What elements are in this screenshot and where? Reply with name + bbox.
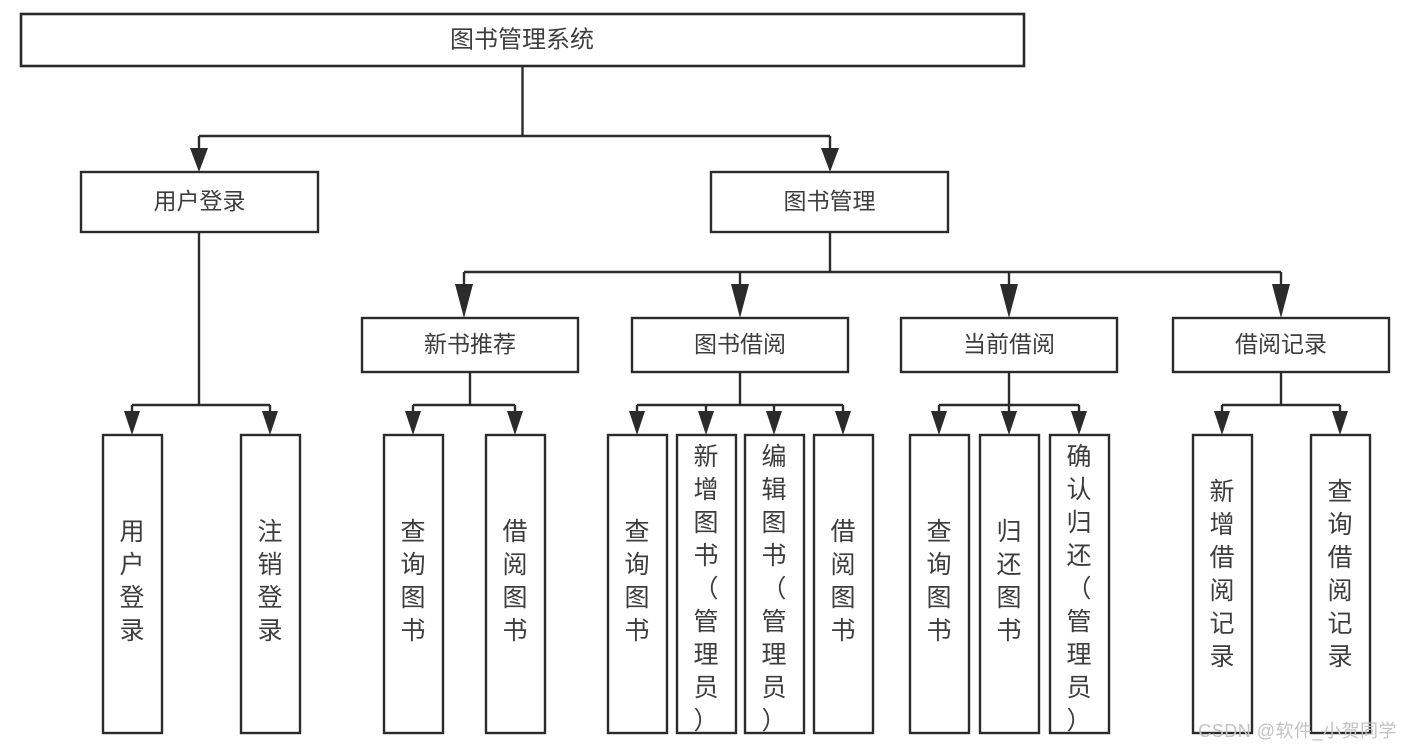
arrow-head-icon bbox=[1332, 411, 1348, 435]
node-leaf-user-login-label: 用户登录 bbox=[119, 518, 144, 645]
arrow-head-icon bbox=[766, 411, 782, 435]
node-current-borrow-box[interactable] bbox=[899, 316, 1119, 374]
node-leaf-logout-label: 注销登录 bbox=[257, 518, 282, 645]
node-leaf-query-record[interactable]: 查询借阅记录 bbox=[1309, 433, 1372, 735]
arrow-head-icon bbox=[124, 411, 140, 435]
arrow-head-icon bbox=[1214, 411, 1230, 435]
connector-group-user-login bbox=[124, 232, 278, 435]
arrow-head-icon bbox=[1071, 411, 1087, 435]
node-current-borrow-label: 当前借阅 bbox=[963, 331, 1055, 357]
arrow-head-icon bbox=[1001, 411, 1017, 435]
node-leaf-query-book-2-box[interactable] bbox=[606, 433, 669, 735]
node-book-borrow-label: 图书借阅 bbox=[694, 331, 786, 357]
node-user-login[interactable]: 用户登录 bbox=[79, 170, 320, 234]
node-leaf-borrow-book-2-label: 借阅图书 bbox=[830, 518, 855, 645]
connector-group-book-manage bbox=[455, 232, 1290, 318]
node-current-borrow[interactable]: 当前借阅 bbox=[899, 316, 1119, 374]
node-leaf-confirm-return-label: 确认归还（管理员） bbox=[1066, 443, 1091, 735]
node-user-login-label: 用户登录 bbox=[154, 188, 246, 214]
node-root-label: 图书管理系统 bbox=[450, 26, 594, 53]
arrow-head-icon bbox=[262, 411, 278, 435]
node-leaf-query-book-3-label: 查询图书 bbox=[926, 518, 951, 645]
arrow-head-icon bbox=[1000, 284, 1018, 318]
node-new-book-rec[interactable]: 新书推荐 bbox=[360, 316, 580, 374]
arrow-head-icon bbox=[629, 411, 645, 435]
arrow-head-icon bbox=[405, 411, 421, 435]
node-borrow-record-label: 借阅记录 bbox=[1235, 331, 1327, 357]
node-leaf-borrow-book-1-box[interactable] bbox=[484, 433, 547, 735]
node-leaf-add-record-box[interactable] bbox=[1191, 433, 1254, 735]
arrow-head-icon bbox=[1272, 284, 1290, 318]
arrow-head-icon bbox=[190, 148, 208, 172]
node-root[interactable]: 图书管理系统 bbox=[19, 12, 1026, 68]
node-leaf-return-book-label: 归还图书 bbox=[996, 518, 1021, 645]
arrow-head-icon bbox=[455, 284, 473, 318]
watermark-text: CSDN @软件_小贺同学 bbox=[1198, 721, 1397, 741]
node-leaf-logout[interactable]: 注销登录 bbox=[239, 433, 302, 735]
node-leaf-confirm-return[interactable]: 确认归还（管理员） bbox=[1048, 433, 1111, 735]
node-leaf-query-book-2[interactable]: 查询图书 bbox=[606, 433, 669, 735]
node-leaf-edit-book[interactable]: 编辑图书（管理员） bbox=[743, 433, 806, 735]
node-leaf-add-book-box[interactable] bbox=[675, 433, 738, 735]
node-leaf-return-book-box[interactable] bbox=[978, 433, 1041, 735]
node-book-borrow[interactable]: 图书借阅 bbox=[630, 316, 850, 374]
node-leaf-add-record[interactable]: 新增借阅记录 bbox=[1191, 433, 1254, 735]
node-leaf-borrow-book-1[interactable]: 借阅图书 bbox=[484, 433, 547, 735]
node-leaf-user-login[interactable]: 用户登录 bbox=[101, 433, 164, 735]
node-leaf-add-book-label: 新增图书（管理员） bbox=[693, 443, 718, 735]
arrow-head-icon bbox=[698, 411, 714, 435]
node-leaf-edit-book-label: 编辑图书（管理员） bbox=[761, 443, 786, 735]
node-book-borrow-box[interactable] bbox=[630, 316, 850, 374]
node-leaf-logout-box[interactable] bbox=[239, 433, 302, 735]
node-leaf-user-login-box[interactable] bbox=[101, 433, 164, 735]
connector-group-root bbox=[190, 66, 839, 172]
node-book-manage-label: 图书管理 bbox=[784, 188, 876, 214]
node-leaf-add-book[interactable]: 新增图书（管理员） bbox=[675, 433, 738, 735]
node-leaf-query-record-label: 查询借阅记录 bbox=[1327, 478, 1352, 671]
node-leaf-borrow-book-2[interactable]: 借阅图书 bbox=[812, 433, 875, 735]
node-book-manage[interactable]: 图书管理 bbox=[709, 170, 950, 234]
node-leaf-query-book-3-box[interactable] bbox=[908, 433, 971, 735]
arrow-head-icon bbox=[821, 148, 839, 172]
connector-group-new-book-rec bbox=[405, 372, 523, 435]
node-leaf-borrow-book-1-label: 借阅图书 bbox=[502, 518, 527, 645]
node-root-box[interactable] bbox=[19, 12, 1026, 68]
node-user-login-box[interactable] bbox=[79, 170, 320, 234]
node-leaf-add-record-label: 新增借阅记录 bbox=[1209, 478, 1234, 671]
node-leaf-query-record-box[interactable] bbox=[1309, 433, 1372, 735]
node-new-book-rec-label: 新书推荐 bbox=[424, 331, 516, 357]
connector-group-book-borrow bbox=[629, 372, 851, 435]
arrow-head-icon bbox=[931, 411, 947, 435]
node-leaf-query-book-1[interactable]: 查询图书 bbox=[382, 433, 445, 735]
node-new-book-rec-box[interactable] bbox=[360, 316, 580, 374]
node-borrow-record[interactable]: 借阅记录 bbox=[1171, 316, 1391, 374]
node-leaf-query-book-3[interactable]: 查询图书 bbox=[908, 433, 971, 735]
node-leaf-query-book-2-label: 查询图书 bbox=[624, 518, 649, 645]
connector-group-borrow-record bbox=[1214, 372, 1348, 435]
arrow-head-icon bbox=[835, 411, 851, 435]
node-leaf-confirm-return-box[interactable] bbox=[1048, 433, 1111, 735]
node-book-manage-box[interactable] bbox=[709, 170, 950, 234]
node-leaf-query-book-1-label: 查询图书 bbox=[400, 518, 425, 645]
node-borrow-record-box[interactable] bbox=[1171, 316, 1391, 374]
node-leaf-borrow-book-2-box[interactable] bbox=[812, 433, 875, 735]
node-leaf-return-book[interactable]: 归还图书 bbox=[978, 433, 1041, 735]
node-leaf-edit-book-box[interactable] bbox=[743, 433, 806, 735]
node-leaf-query-book-1-box[interactable] bbox=[382, 433, 445, 735]
arrow-head-icon bbox=[507, 411, 523, 435]
connector-group-current-borrow bbox=[931, 372, 1087, 435]
arrow-head-icon bbox=[731, 284, 749, 318]
